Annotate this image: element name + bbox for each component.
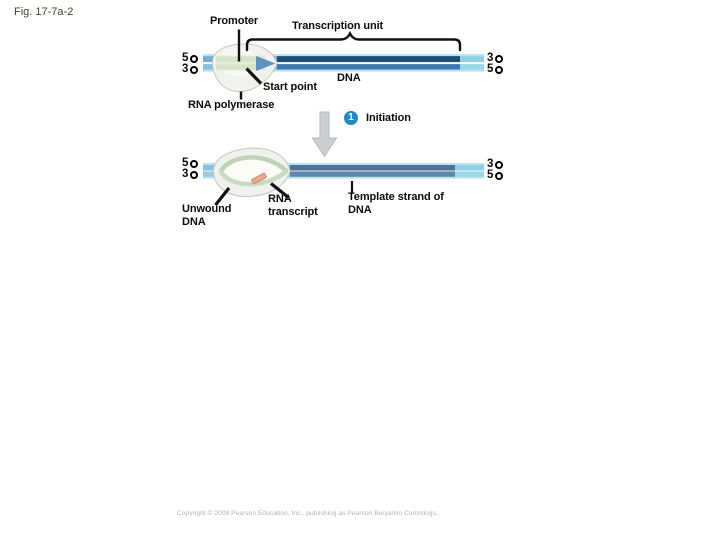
initiation-label: Initiation (366, 112, 411, 124)
rna-polymerase-label: RNA polymerase (188, 99, 275, 111)
prime-icon (189, 65, 198, 74)
dna1-bottom-edge (203, 69, 484, 72)
end-digit: 3 (182, 62, 189, 75)
unwound-dna-label: Unwound DNA (182, 203, 232, 228)
unwound-dna-bottom-strand (218, 169, 289, 187)
dna1-exit-wedge (256, 56, 276, 71)
dna2-top-edge (203, 163, 484, 165)
dna1-channel-bottom-strip (216, 64, 265, 70)
rna-transcript-pointer (270, 182, 290, 199)
dna2-left-bottom-end-label: 3 (182, 167, 198, 181)
rna-transcript-label: RNA transcript (268, 193, 318, 218)
dna2-bottom-fade (455, 171, 484, 177)
dna1-top-edge (203, 54, 484, 57)
dna2-right-top-end-label: 3 (487, 158, 503, 171)
end-digit: 3 (487, 52, 494, 64)
promoter-label: Promoter (210, 15, 259, 27)
end-digit: 5 (182, 157, 189, 169)
rna-transcript-shape (251, 172, 267, 185)
template-strand-label: Template strand of DNA (348, 191, 444, 216)
dna2-bottom-edge (203, 176, 484, 179)
dna1-right-top-end-label: 3 (487, 52, 503, 65)
dna1-top-bar (277, 56, 460, 63)
prime-icon (494, 66, 503, 75)
dna-label: DNA (337, 72, 361, 84)
transcription-bubble (221, 157, 286, 184)
prime-icon (494, 161, 503, 170)
dna1-top-fade (460, 56, 484, 63)
start-point-label: Start point (263, 81, 317, 93)
dna2-left-top-end-label: 5 (182, 157, 198, 170)
prime-icon (189, 160, 198, 169)
dna1-channel (216, 55, 276, 71)
dna1-left-top-end-label: 5 (182, 52, 198, 65)
end-digit: 3 (182, 167, 189, 180)
unwound-dna-top-strand (218, 155, 289, 174)
prime-icon (494, 172, 503, 181)
end-digit: 5 (487, 63, 494, 75)
dna1-right-bottom-end-label: 5 (487, 63, 503, 76)
figure-label: Fig. 17-7a-2 (14, 6, 74, 18)
transcription-unit-label: Transcription unit (292, 20, 384, 32)
dna2-right-bottom-end-label: 5 (487, 169, 503, 182)
dna1-left-bottom-end-label: 3 (182, 62, 198, 76)
prime-icon (189, 55, 198, 64)
dna1-bottom-bar (277, 64, 460, 70)
dna2-top-bar (290, 165, 455, 171)
copyright-text: Copyright © 2008 Pearson Education, Inc.… (177, 510, 438, 517)
end-digit: 3 (487, 158, 494, 170)
prime-icon (494, 55, 503, 64)
prime-icon (189, 170, 198, 179)
dna1-bottom-fade (460, 64, 484, 70)
start-point-pointer (245, 67, 263, 85)
step-1-badge: 1 (344, 111, 358, 125)
initiation-arrow-icon (311, 111, 338, 158)
transcription-unit-brace (245, 30, 462, 52)
dna2-bottom-bar (290, 171, 455, 177)
dna1-channel-top-strip (216, 56, 265, 62)
end-digit: 5 (487, 169, 494, 181)
end-digit: 5 (182, 52, 189, 64)
unwound-dna-pointer (214, 187, 231, 206)
dna2-top-fade (455, 165, 484, 171)
